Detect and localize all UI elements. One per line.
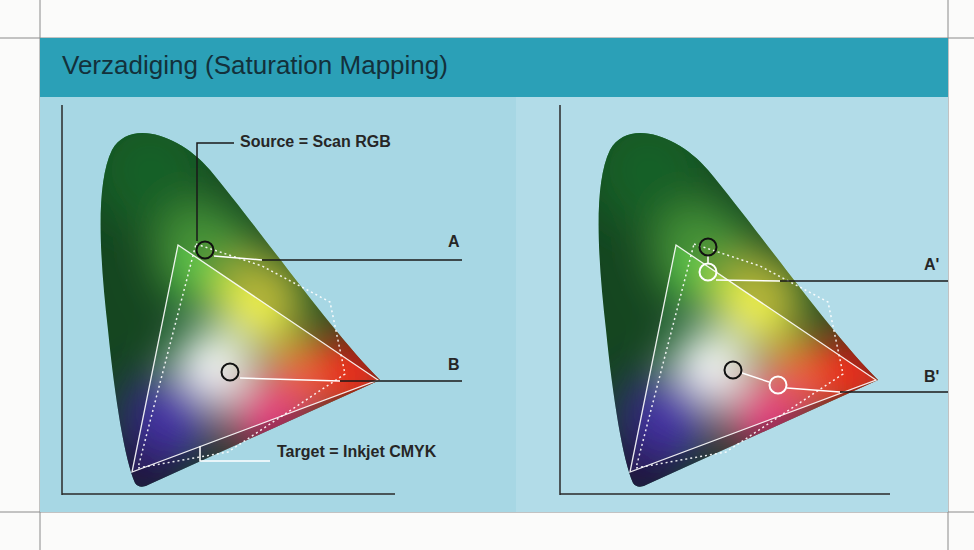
source-label: Source = Scan RGB [240, 133, 391, 151]
diagram-title: Verzadiging (Saturation Mapping) [62, 51, 448, 81]
callout-letter: A [448, 233, 460, 251]
callout-letter: A' [924, 256, 939, 274]
callout-letter: B [448, 356, 460, 374]
target-label: Target = Inkjet CMYK [277, 443, 436, 461]
callout-letter: B' [924, 368, 939, 386]
